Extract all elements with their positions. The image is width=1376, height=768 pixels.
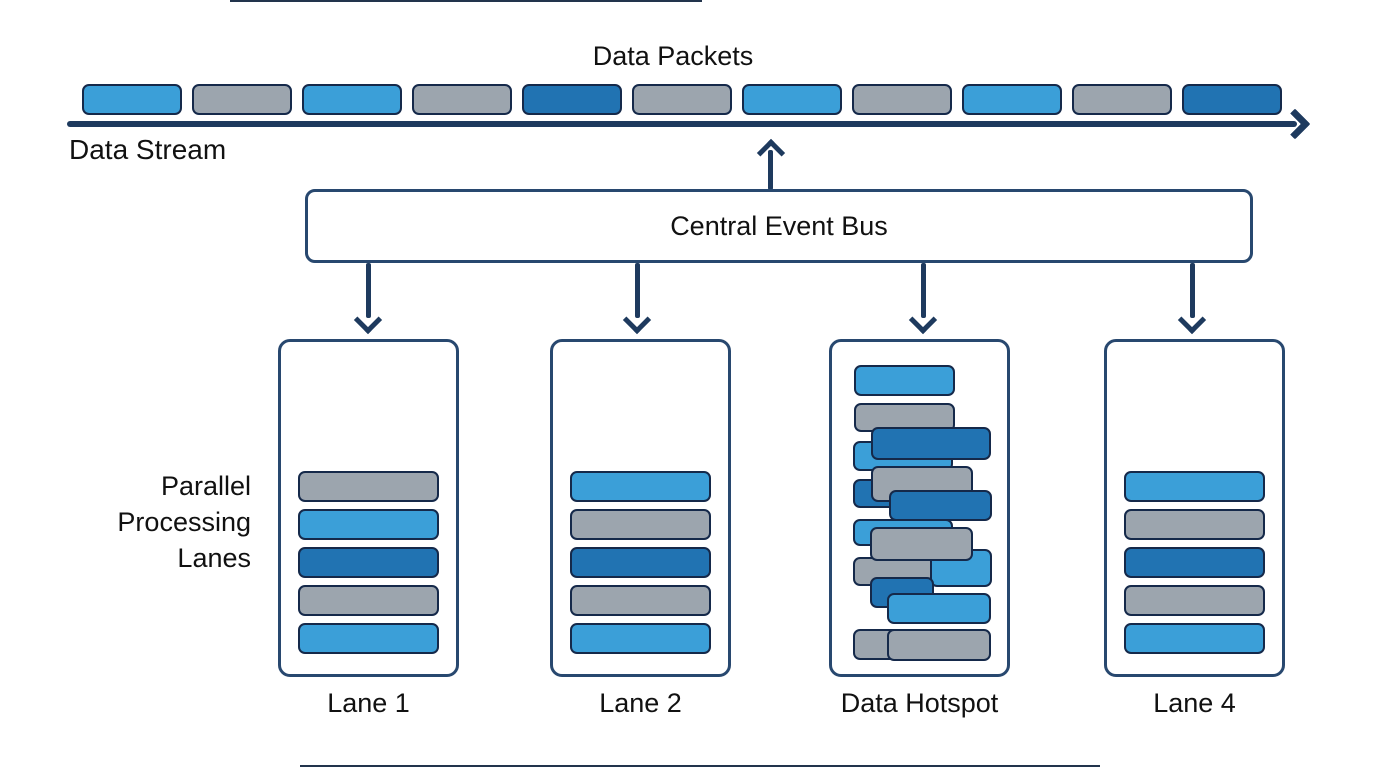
bus-to-lane1-arrow-line — [366, 263, 371, 318]
data-packet — [298, 585, 439, 616]
data-packet — [1124, 509, 1265, 540]
side-label-line: Lanes — [177, 543, 251, 573]
up-arrowhead-icon — [756, 138, 786, 168]
hotspot-packets — [832, 342, 1007, 674]
data-packet — [852, 84, 952, 115]
lane-4-label: Lane 4 — [1153, 688, 1236, 718]
data-packet — [887, 593, 991, 624]
data-packet — [870, 527, 973, 561]
data-packet — [298, 547, 439, 578]
data-packet — [1182, 84, 1282, 115]
down-arrowhead-icon — [353, 305, 383, 335]
data-packet — [570, 509, 711, 540]
data-packet — [412, 84, 512, 115]
data-packet — [298, 623, 439, 654]
side-label-line: Parallel — [160, 471, 251, 501]
down-arrowhead-icon — [1177, 305, 1207, 335]
data-stream-label: Data Stream — [69, 134, 227, 165]
data-packet — [570, 547, 711, 578]
bus-to-stream-arrow-line — [768, 150, 773, 190]
data-packet — [570, 471, 711, 502]
data-packet — [298, 471, 439, 502]
data-packet — [302, 84, 402, 115]
down-arrowhead-icon — [622, 305, 652, 335]
bus-to-lane2-arrow-line — [635, 263, 640, 318]
lane-box-lane-2 — [550, 339, 731, 677]
lane-1-packet-stack — [298, 471, 439, 654]
side-label-line: Processing — [117, 507, 251, 537]
data-packet — [1124, 547, 1265, 578]
top-edge-artifact-line — [230, 0, 702, 2]
data-packet — [192, 84, 292, 115]
lane-box-data-hotspot — [829, 339, 1010, 677]
data-packet — [522, 84, 622, 115]
data-packet — [854, 365, 955, 396]
lane-2-packet-stack — [570, 471, 711, 654]
data-packet — [82, 84, 182, 115]
central-event-bus-box: Central Event Bus — [305, 189, 1253, 263]
data-packet — [742, 84, 842, 115]
data-packet — [1072, 84, 1172, 115]
bus-to-lane4-arrow-line — [1190, 263, 1195, 318]
data-packet — [632, 84, 732, 115]
stream-arrowhead-icon — [1279, 108, 1311, 140]
data-packet — [1124, 471, 1265, 502]
lane-box-lane-4 — [1104, 339, 1285, 677]
data-packet — [298, 509, 439, 540]
data-packet — [1124, 585, 1265, 616]
bus-to-hotspot-arrow-line — [921, 263, 926, 318]
data-packet — [889, 490, 992, 521]
data-packet — [570, 623, 711, 654]
down-arrowhead-icon — [908, 305, 938, 335]
lane-4-packet-stack — [1124, 471, 1265, 654]
diagram-title: Data Packets — [592, 41, 754, 71]
data-packet — [871, 427, 991, 460]
central-event-bus-label: Central Event Bus — [670, 210, 888, 241]
lane-1-label: Lane 1 — [327, 688, 410, 718]
data-packet — [887, 629, 991, 661]
data-stream-line — [67, 121, 1297, 127]
lane-box-lane-1 — [278, 339, 459, 677]
data-packet — [570, 585, 711, 616]
lane-2-label: Lane 2 — [599, 688, 682, 718]
data-packet — [962, 84, 1062, 115]
bottom-edge-artifact-line — [300, 765, 1100, 767]
parallel-processing-lanes-label: Parallel Processing Lanes — [60, 468, 251, 576]
data-packet — [1124, 623, 1265, 654]
stream-packet-row — [82, 84, 1282, 115]
data-hotspot-label: Data Hotspot — [840, 688, 999, 718]
